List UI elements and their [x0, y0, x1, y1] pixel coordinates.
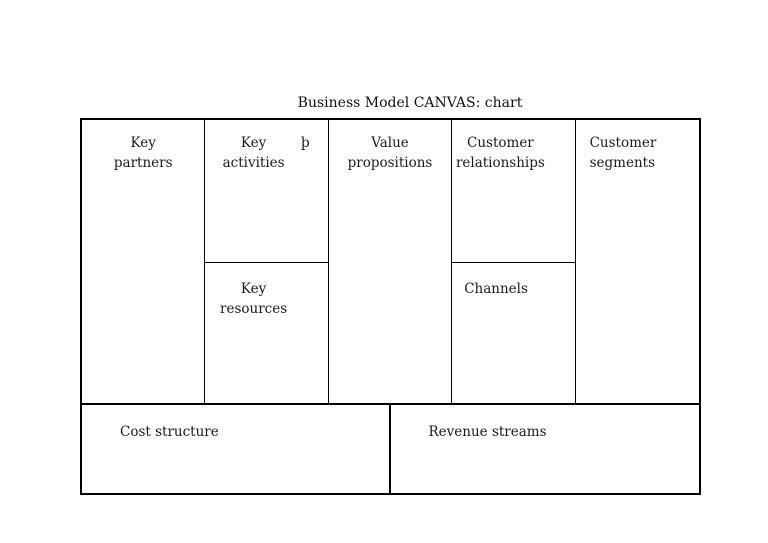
cell-key-resources: Key resources [205, 263, 327, 403]
column-key-activities-resources: Key activities þ Key resources [205, 120, 329, 403]
business-model-canvas-table: Key partners Key activities þ Key resour… [80, 118, 701, 495]
cell-channels: Channels [452, 263, 574, 403]
customer-segments-label: Customer segments [589, 135, 657, 171]
cell-revenue-streams: Revenue streams [391, 405, 700, 493]
thorn-marker: þ [300, 135, 310, 151]
customer-relationships-label: Customer relationships [455, 135, 545, 171]
cell-key-partners: Key partners [82, 120, 206, 403]
key-activities-label: Key activities [222, 135, 285, 171]
key-partners-label: Key partners [113, 135, 173, 171]
cell-value-propositions: Value propositions [329, 120, 453, 403]
channels-label: Channels [464, 281, 528, 297]
cell-key-activities: Key activities þ [205, 120, 328, 263]
cell-customer-segments: Customer segments [576, 120, 699, 403]
value-propositions-label: Value propositions [347, 135, 433, 171]
cell-cost-structure: Cost structure [82, 405, 391, 493]
revenue-streams-label: Revenue streams [428, 424, 547, 440]
canvas-top-section: Key partners Key activities þ Key resour… [82, 120, 699, 405]
cell-customer-relationships: Customer relationships [452, 120, 575, 263]
key-resources-label: Key resources [220, 281, 288, 317]
canvas-bottom-section: Cost structure Revenue streams [82, 405, 699, 493]
page-title: Business Model CANVAS: chart [297, 95, 523, 111]
cost-structure-label: Cost structure [120, 424, 219, 440]
column-relationships-channels: Customer relationships Channels [452, 120, 576, 403]
